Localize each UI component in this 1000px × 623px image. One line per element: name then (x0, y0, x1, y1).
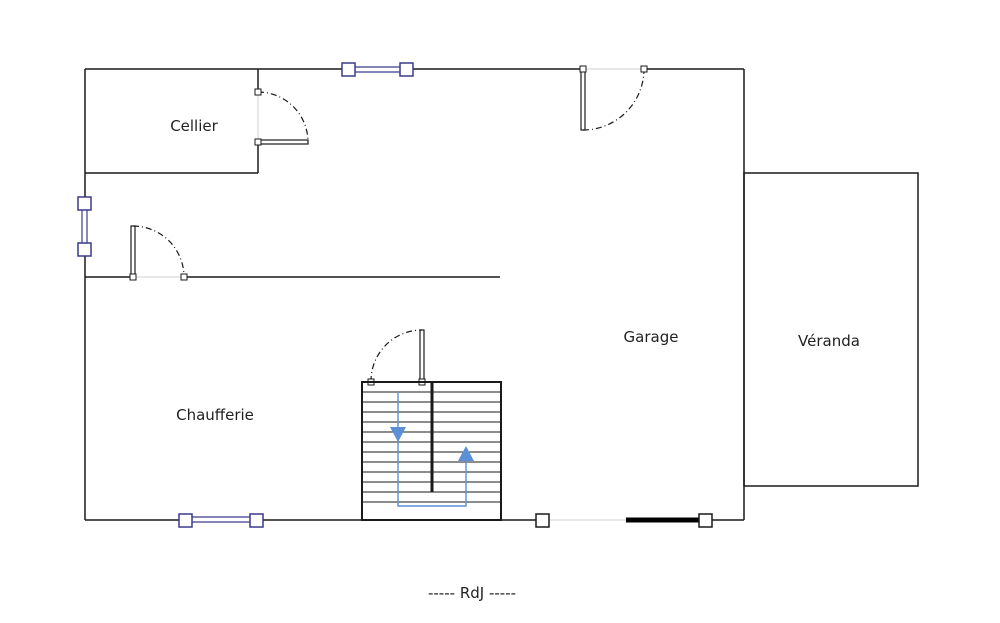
door-stairs (367, 329, 426, 386)
window-top (341, 62, 414, 77)
window-left (77, 196, 92, 257)
garage-sliding-door (535, 513, 713, 528)
window-bottom (178, 513, 264, 528)
veranda-room (743, 172, 919, 487)
level-caption: ----- RdJ ----- (428, 584, 516, 602)
stair-arrow-down (390, 427, 406, 442)
room-label-garage: Garage (624, 328, 679, 346)
cellier-walls (85, 69, 259, 174)
stair-arrow-up (458, 446, 474, 461)
room-label-veranda: Véranda (798, 332, 860, 350)
door-garage-top (579, 65, 648, 131)
staircase (361, 381, 502, 521)
door-chaufferie (129, 225, 188, 281)
room-label-chaufferie: Chaufferie (176, 406, 254, 424)
door-cellier (254, 88, 309, 146)
room-label-cellier: Cellier (170, 117, 218, 135)
